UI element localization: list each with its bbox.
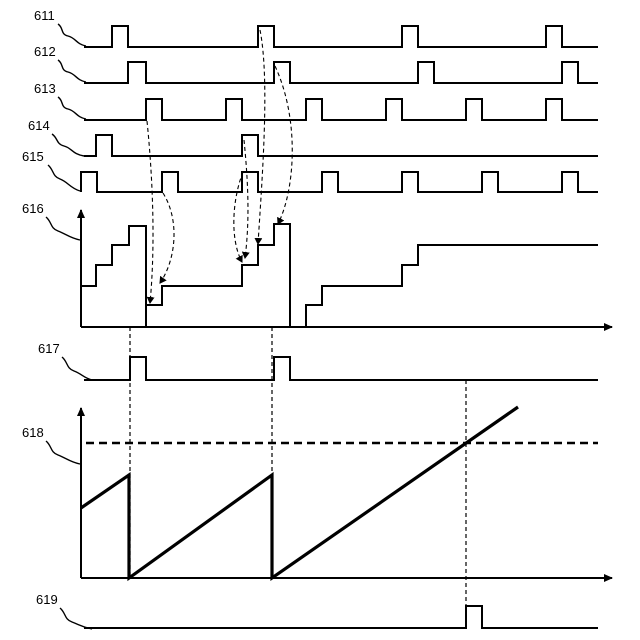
signal-614-waveform <box>84 135 598 156</box>
label-612: 612 <box>34 44 56 59</box>
signal-616-staircase <box>81 224 598 327</box>
causal-arrow-612-to-616 <box>275 66 292 224</box>
signal-618-ramp <box>81 407 518 578</box>
leader-613 <box>58 97 86 119</box>
leader-611 <box>58 24 86 46</box>
causal-arrow-613-to-616 <box>147 121 153 303</box>
label-613: 613 <box>34 81 56 96</box>
causal-arrow-614-to-616 <box>244 140 248 258</box>
leader-617 <box>62 357 92 380</box>
label-616: 616 <box>22 201 44 216</box>
signal-615-waveform <box>81 172 598 192</box>
label-617: 617 <box>38 341 60 356</box>
label-611: 611 <box>34 8 55 23</box>
signal-619-waveform <box>84 606 598 628</box>
signal-617-waveform <box>84 357 598 380</box>
label-619: 619 <box>36 592 58 607</box>
signal-612-waveform <box>84 62 598 83</box>
leader-614 <box>52 134 84 156</box>
label-618: 618 <box>22 425 44 440</box>
causal-arrow-615-to-616 <box>160 193 174 283</box>
leader-616 <box>46 217 80 240</box>
label-614: 614 <box>28 118 50 133</box>
leader-618 <box>46 441 80 464</box>
leader-615 <box>48 165 80 191</box>
leader-619 <box>60 608 92 629</box>
label-615: 615 <box>22 149 44 164</box>
signal-613-waveform <box>84 99 598 120</box>
leader-612 <box>58 60 86 82</box>
signal-611-waveform <box>84 26 598 47</box>
causal-arrow-611-to-616 <box>258 30 265 244</box>
